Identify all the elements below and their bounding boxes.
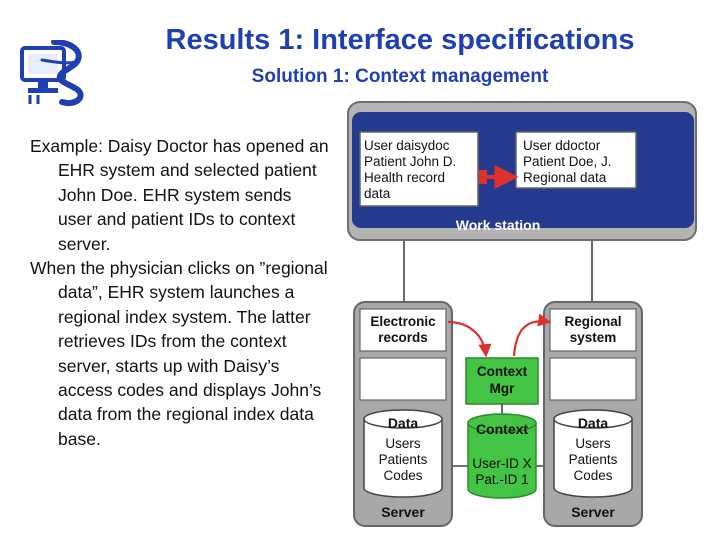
- svg-text:Users: Users: [385, 436, 421, 451]
- workstation-label: Work station: [456, 217, 541, 233]
- workstation-window-right: [515, 131, 637, 189]
- context-manager: Context Mgr Context User-ID X Pat.-ID 1: [465, 357, 539, 499]
- svg-text:Patient John D.: Patient John D.: [364, 154, 456, 169]
- database-line: Users: [385, 436, 421, 451]
- svg-text:Patient Doe, J.: Patient Doe, J.: [523, 154, 612, 169]
- server-footer: Server: [571, 504, 615, 520]
- transfer-arrow-base: [479, 170, 487, 184]
- context-db-line: Pat.-ID 1: [475, 472, 528, 487]
- logo-icon: [20, 40, 84, 106]
- curved-arrow-icon: [512, 313, 552, 357]
- page-subtitle: Solution 1: Context management: [251, 66, 549, 87]
- svg-text:Work station: Work station: [456, 217, 541, 233]
- svg-text:records: records: [378, 330, 428, 345]
- database-title: Data: [578, 415, 609, 431]
- svg-text:Data: Data: [388, 415, 419, 431]
- window-text: data: [364, 186, 391, 201]
- left-server: Electronic records Data Users Patients C…: [353, 301, 453, 527]
- window-text: Health record: [364, 170, 445, 185]
- context-db-line: User-ID X: [472, 456, 531, 471]
- right-server: Regional system Data Users Patients Code…: [543, 301, 643, 527]
- svg-text:Regional: Regional: [564, 314, 621, 329]
- context-management-diagram: User daisydoc Patient John D. Health rec…: [347, 101, 697, 527]
- svg-text:User daisydoc: User daisydoc: [364, 138, 450, 153]
- svg-text:Codes: Codes: [383, 468, 422, 483]
- window-text: User daisydoc: [364, 138, 450, 153]
- server-name: Regional: [564, 314, 621, 329]
- database-line: Codes: [573, 468, 612, 483]
- window-text: Patient John D.: [364, 154, 456, 169]
- svg-text:Context: Context: [476, 421, 528, 437]
- server-name: records: [378, 330, 428, 345]
- database-line: Users: [575, 436, 611, 451]
- context-database-icon: [467, 413, 537, 499]
- database-line: Codes: [383, 468, 422, 483]
- database-icon: [553, 409, 633, 498]
- window-text: Patient Doe, J.: [523, 154, 612, 169]
- body-paragraph: When the physician clicks on ”regional d…: [30, 258, 328, 449]
- server-name: system: [570, 330, 617, 345]
- svg-text:Users: Users: [575, 436, 611, 451]
- svg-text:data: data: [364, 186, 391, 201]
- svg-text:Data: Data: [578, 415, 609, 431]
- database-line: Patients: [569, 452, 618, 467]
- svg-text:Mgr: Mgr: [490, 381, 515, 396]
- svg-text:Patients: Patients: [569, 452, 618, 467]
- svg-text:Electronic: Electronic: [370, 314, 436, 329]
- database-line: Patients: [379, 452, 428, 467]
- svg-text:Context: Context: [477, 364, 528, 379]
- svg-text:Patients: Patients: [379, 452, 428, 467]
- context-mgr-label: Context: [477, 364, 528, 379]
- svg-text:User-ID X: User-ID X: [472, 456, 531, 471]
- svg-text:system: system: [570, 330, 617, 345]
- body-paragraph: Example: Daisy Doctor has opened an EHR …: [30, 136, 329, 254]
- curved-arrow-icon: [447, 320, 492, 358]
- workstation: User daisydoc Patient John D. Health rec…: [347, 101, 697, 241]
- context-db-title: Context: [476, 421, 528, 437]
- body-text: Example: Daisy Doctor has opened an EHR …: [30, 134, 330, 451]
- svg-text:Server: Server: [571, 504, 615, 520]
- workstation-window-left: [359, 131, 479, 207]
- svg-text:Health record: Health record: [364, 170, 445, 185]
- database-icon: [363, 409, 443, 498]
- server-footer: Server: [381, 504, 425, 520]
- svg-text:Regional data: Regional data: [523, 170, 607, 185]
- database-title: Data: [388, 415, 419, 431]
- window-text: User ddoctor: [523, 138, 601, 153]
- context-mgr-label: Mgr: [490, 381, 515, 396]
- svg-text:Codes: Codes: [573, 468, 612, 483]
- server-name: Electronic: [370, 314, 436, 329]
- svg-text:Pat.-ID 1: Pat.-ID 1: [475, 472, 528, 487]
- window-text: Regional data: [523, 170, 607, 185]
- svg-text:User ddoctor: User ddoctor: [523, 138, 601, 153]
- svg-text:Server: Server: [381, 504, 425, 520]
- page-title: Results 1: Interface specifications: [165, 24, 635, 56]
